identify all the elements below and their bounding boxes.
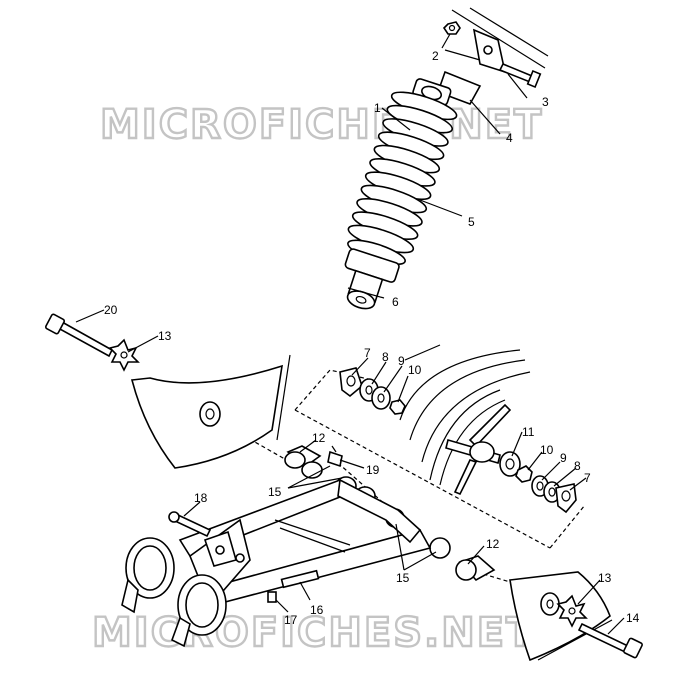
callout-2: 2 xyxy=(432,49,439,63)
callout-10-right: 10 xyxy=(540,443,554,457)
shock-spring xyxy=(344,91,458,310)
leader-lines xyxy=(75,33,625,635)
right-mount-bolt xyxy=(577,622,643,659)
callout-18: 18 xyxy=(194,491,208,505)
callout-10-left: 10 xyxy=(408,363,422,377)
callout-13-left: 13 xyxy=(158,329,172,343)
callout-17: 17 xyxy=(284,613,298,627)
callout-20: 20 xyxy=(104,303,118,317)
upper-mount-bolt xyxy=(498,62,542,89)
watermark-top: MICROFICHES.NET xyxy=(100,102,543,148)
callout-13-right: 13 xyxy=(598,571,612,585)
callout-14: 14 xyxy=(626,611,640,625)
bracket-bolt xyxy=(168,511,212,538)
bushing-lower xyxy=(455,555,496,582)
idler-hub-spokes xyxy=(445,403,512,496)
idler-washer-right-8 xyxy=(543,481,561,503)
callout-8-left: 8 xyxy=(382,350,389,364)
callout-6: 6 xyxy=(392,295,399,309)
watermark-bottom: MICROFICHES.NET xyxy=(92,610,535,656)
callout-7-right: 7 xyxy=(584,471,591,485)
callout-9-right: 9 xyxy=(560,451,567,465)
callout-1: 1 xyxy=(374,101,381,115)
bushing-upper xyxy=(284,445,323,479)
callout-15-upper: 15 xyxy=(268,485,282,499)
swing-arm-mount-left xyxy=(121,537,175,614)
swing-arm-mount-right xyxy=(171,574,227,648)
swing-arm-bracket xyxy=(203,530,245,567)
grease-fitting xyxy=(327,445,343,468)
right-star-washer xyxy=(556,594,588,628)
callout-12-upper: 12 xyxy=(312,431,326,445)
idler-cap-left xyxy=(339,367,363,398)
idler-bearing xyxy=(499,451,521,477)
swing-arm-clip xyxy=(267,591,277,603)
upper-frame-bracket xyxy=(444,7,549,74)
callout-5: 5 xyxy=(468,215,475,229)
idler-wheel xyxy=(399,349,531,486)
callout-8-right: 8 xyxy=(574,459,581,473)
upper-nut xyxy=(442,21,461,35)
callout-labels: 1 2 3 4 5 6 7 8 9 10 11 10 9 8 7 12 19 1… xyxy=(104,49,640,627)
left-mount-bolt xyxy=(44,313,114,358)
callout-4: 4 xyxy=(506,131,513,145)
right-side-plate xyxy=(509,571,613,662)
callout-16: 16 xyxy=(310,603,324,617)
left-side-plate xyxy=(130,354,291,469)
left-star-washer xyxy=(108,338,140,372)
callout-7-left: 7 xyxy=(364,346,371,360)
callout-12-lower: 12 xyxy=(486,537,500,551)
idler-nut-left xyxy=(389,399,406,415)
callout-19: 19 xyxy=(366,463,380,477)
idler-washer-left-9 xyxy=(371,386,391,410)
callout-3: 3 xyxy=(542,95,549,109)
callout-15-lower: 15 xyxy=(396,571,410,585)
callout-11: 11 xyxy=(522,425,535,439)
callout-9-left: 9 xyxy=(398,354,405,368)
idler-cap-right xyxy=(555,483,577,514)
